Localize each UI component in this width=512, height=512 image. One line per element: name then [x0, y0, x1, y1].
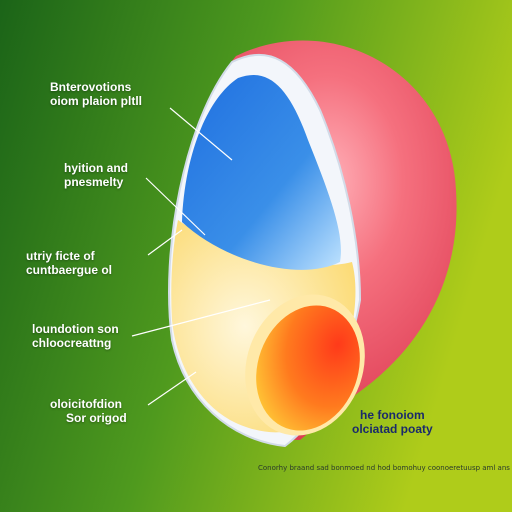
label-1: Bnterovotions oiom plaion pltll — [50, 80, 142, 108]
leader-line-1 — [169, 107, 233, 161]
leader-line-5 — [147, 371, 197, 406]
orange-core-inner — [256, 305, 360, 431]
footer-caption: Conorhy braand sad bonmoed nd hod bomohu… — [258, 464, 510, 472]
label-6: he fonoiom olciatad poaty — [352, 408, 433, 436]
leader-line-2 — [145, 177, 206, 236]
leader-line-3 — [147, 229, 183, 256]
label-3: utriy ficte of cuntbaergue ol — [26, 249, 113, 277]
leader-line-4 — [131, 299, 271, 337]
label-2: hyition and pnesmelty — [64, 161, 128, 189]
blue-chamber — [182, 74, 341, 270]
label-5: oloicitofdion Sor origod — [50, 397, 127, 425]
label-4: loundotion son chloocreattng — [32, 322, 119, 350]
